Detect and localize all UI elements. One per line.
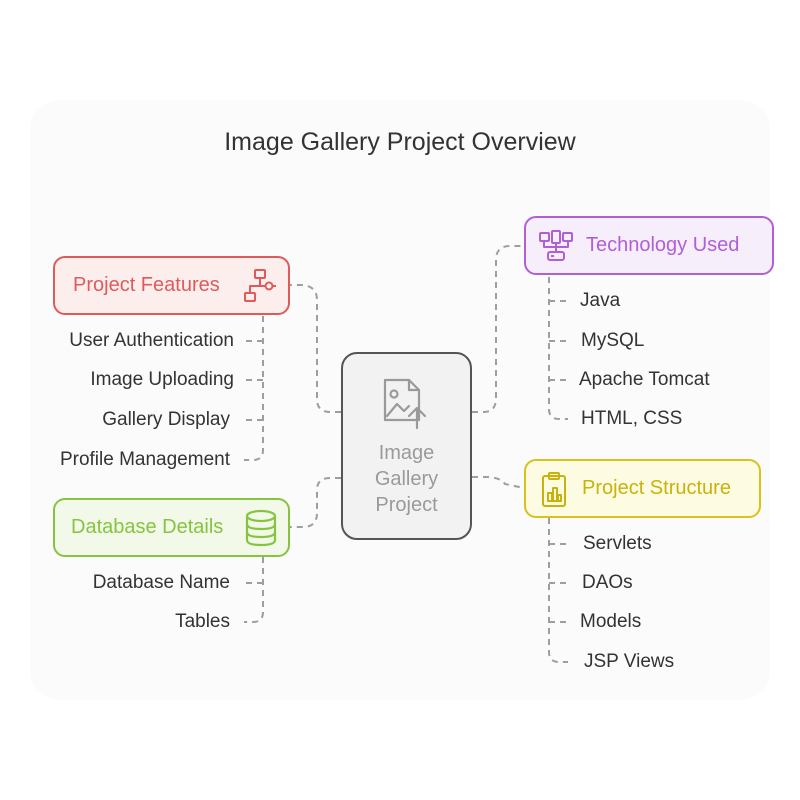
clipboard-chart-icon bbox=[542, 472, 566, 507]
structure-item-4: JSP Views bbox=[584, 651, 675, 672]
database-icon bbox=[245, 509, 277, 547]
center-label-line-1: Image bbox=[378, 442, 435, 464]
structure-item-2: DAOs bbox=[582, 572, 633, 593]
database-details-label: Database Details bbox=[71, 516, 224, 538]
connector-features-items bbox=[244, 316, 264, 461]
technology-used-label: Technology Used bbox=[586, 234, 740, 256]
features-item-3: Gallery Display bbox=[102, 409, 230, 430]
connector-center-features bbox=[290, 284, 341, 413]
technology-item-4: HTML, CSS bbox=[581, 408, 683, 429]
technology-item-1: Java bbox=[580, 290, 621, 311]
technology-item-2: MySQL bbox=[581, 330, 645, 351]
connector-structure-items bbox=[548, 518, 568, 663]
center-label-line-2: Gallery bbox=[374, 468, 439, 490]
technology-item-3: Apache Tomcat bbox=[579, 369, 710, 390]
image-upload-icon bbox=[383, 378, 427, 430]
features-item-4: Profile Management bbox=[59, 449, 230, 470]
database-item-2: Tables bbox=[175, 611, 230, 632]
project-structure-node: Project Structure bbox=[524, 459, 761, 518]
connector-technology-items bbox=[548, 277, 568, 420]
project-features-node: Project Features bbox=[53, 256, 290, 315]
flowchart-icon bbox=[244, 269, 276, 302]
connector-center-structure bbox=[472, 476, 525, 489]
center-node: Image Gallery Project bbox=[341, 352, 472, 540]
database-item-1: Database Name bbox=[92, 572, 230, 593]
structure-item-3: Models bbox=[580, 611, 642, 632]
structure-item-1: Servlets bbox=[583, 533, 652, 554]
connector-center-technology bbox=[472, 245, 524, 413]
connector-database-items bbox=[244, 557, 264, 623]
connector-center-database bbox=[290, 477, 341, 528]
project-structure-label: Project Structure bbox=[582, 477, 731, 499]
technology-used-node: Technology Used bbox=[524, 216, 774, 275]
project-features-label: Project Features bbox=[73, 274, 220, 296]
features-item-1: User Authentication bbox=[69, 330, 234, 351]
diagram-title: Image Gallery Project Overview bbox=[224, 128, 576, 156]
features-item-2: Image Uploading bbox=[90, 369, 234, 390]
center-label-line-3: Project bbox=[375, 494, 438, 516]
database-details-node: Database Details bbox=[53, 498, 290, 557]
network-devices-icon bbox=[539, 230, 573, 261]
